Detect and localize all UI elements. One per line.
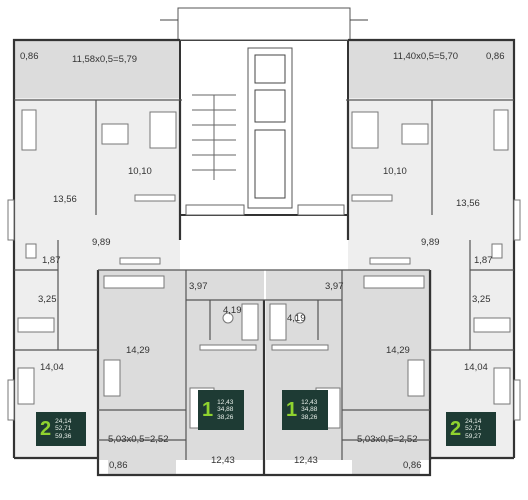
kitchen-icon <box>363 275 425 289</box>
apartment-rooms: 1 <box>202 399 214 421</box>
label-hall-right: 9,89 <box>421 237 440 248</box>
desk-icon <box>401 123 429 145</box>
bathtub-icon <box>269 303 287 341</box>
stair-core <box>160 7 368 216</box>
label-kitchen-right: 14,04 <box>464 362 488 373</box>
apartment-rooms: 2 <box>450 418 462 440</box>
interior-walls <box>14 99 514 460</box>
label-balcony-tl: 0,86 <box>20 51 39 62</box>
apartment-rooms: 2 <box>40 418 52 440</box>
label-hall-mid-right: 3,97 <box>325 281 344 292</box>
apartment-area: 52,71 <box>465 425 482 433</box>
apartment-area: 34,88 <box>301 406 318 414</box>
apartment-total-area: 59,27 <box>465 432 482 440</box>
apartment-badge-3: 1 12,43 34,88 38,26 <box>282 390 328 430</box>
label-loggia-top-right: 11,40x0,5=5,70 <box>393 51 458 62</box>
kitchen-icon <box>103 275 165 289</box>
bed-icon <box>351 111 379 149</box>
sofa-icon <box>103 359 121 397</box>
label-hall-left: 9,89 <box>92 237 111 248</box>
label-living-right: 13,56 <box>456 198 480 209</box>
windows <box>7 194 521 421</box>
apartment-area: 34,88 <box>217 406 234 414</box>
label-loggia-top-left: 11,58x0,5=5,79 <box>72 54 137 65</box>
toilet-icon <box>25 243 37 259</box>
label-living-mid-left: 14,29 <box>126 345 150 356</box>
furniture <box>17 109 511 429</box>
apartment-rooms: 1 <box>286 399 298 421</box>
apartment-living-area: 12,43 <box>217 398 234 406</box>
bed-icon <box>149 111 177 149</box>
label-wc-left: 1,87 <box>42 255 61 266</box>
label-loggia-bottom-left: 5,03x0,5=2,52 <box>108 434 168 445</box>
apartment-badge-1: 2 24,14 52,71 59,36 <box>36 412 86 446</box>
apartment-area: 52,71 <box>55 425 72 433</box>
label-balcony-br: 0,86 <box>403 460 422 471</box>
bathtub-icon <box>473 317 511 333</box>
label-bath-mid-left: 4,19 <box>223 305 242 316</box>
apartment-living-area: 12,43 <box>301 398 318 406</box>
sofa-icon <box>407 359 425 397</box>
desk-icon <box>101 123 129 145</box>
label-living-mid-right: 14,29 <box>386 345 410 356</box>
label-bath-mid-right: 4,19 <box>287 313 306 324</box>
apartment-living-area: 24,14 <box>465 417 482 425</box>
apartment-living-area: 24,14 <box>55 417 72 425</box>
apartment-total-area: 59,36 <box>55 432 72 440</box>
bathtub-icon <box>241 303 259 341</box>
label-wc-right: 1,87 <box>474 255 493 266</box>
label-kitchen-left: 14,04 <box>40 362 64 373</box>
apartment-badge-2: 1 12,43 34,88 38,26 <box>198 390 244 430</box>
sofa-icon <box>493 109 509 151</box>
label-living-left: 13,56 <box>53 194 77 205</box>
apartment-badge-4: 2 24,14 52,71 59,27 <box>446 412 496 446</box>
label-balcony-tr: 0,86 <box>486 51 505 62</box>
toilet-icon <box>491 243 503 259</box>
exterior-walls <box>12 38 516 477</box>
label-bedroom-right: 10,10 <box>383 166 407 177</box>
label-loggia-bottom-right: 5,03x0,5=2,52 <box>357 434 417 445</box>
label-hall-mid-left: 3,97 <box>189 281 208 292</box>
apartment-total-area: 38,26 <box>217 413 234 421</box>
label-bedroom-left: 10,10 <box>128 166 152 177</box>
sofa-icon <box>493 367 511 405</box>
label-bath-right: 3,25 <box>472 294 491 305</box>
sink-icon <box>294 312 306 324</box>
sink-icon <box>222 312 234 324</box>
sofa-icon <box>21 109 37 151</box>
label-balcony-bl: 0,86 <box>109 460 128 471</box>
room-labels: 0,86 11,58x0,5=5,79 11,40x0,5=5,70 0,86 … <box>20 51 505 471</box>
label-bath-left: 3,25 <box>38 294 57 305</box>
apartment-total-area: 38,26 <box>301 413 318 421</box>
sofa-icon <box>17 367 35 405</box>
bathtub-icon <box>17 317 55 333</box>
label-room-mid-right: 12,43 <box>294 455 318 466</box>
label-room-mid-left: 12,43 <box>211 455 235 466</box>
